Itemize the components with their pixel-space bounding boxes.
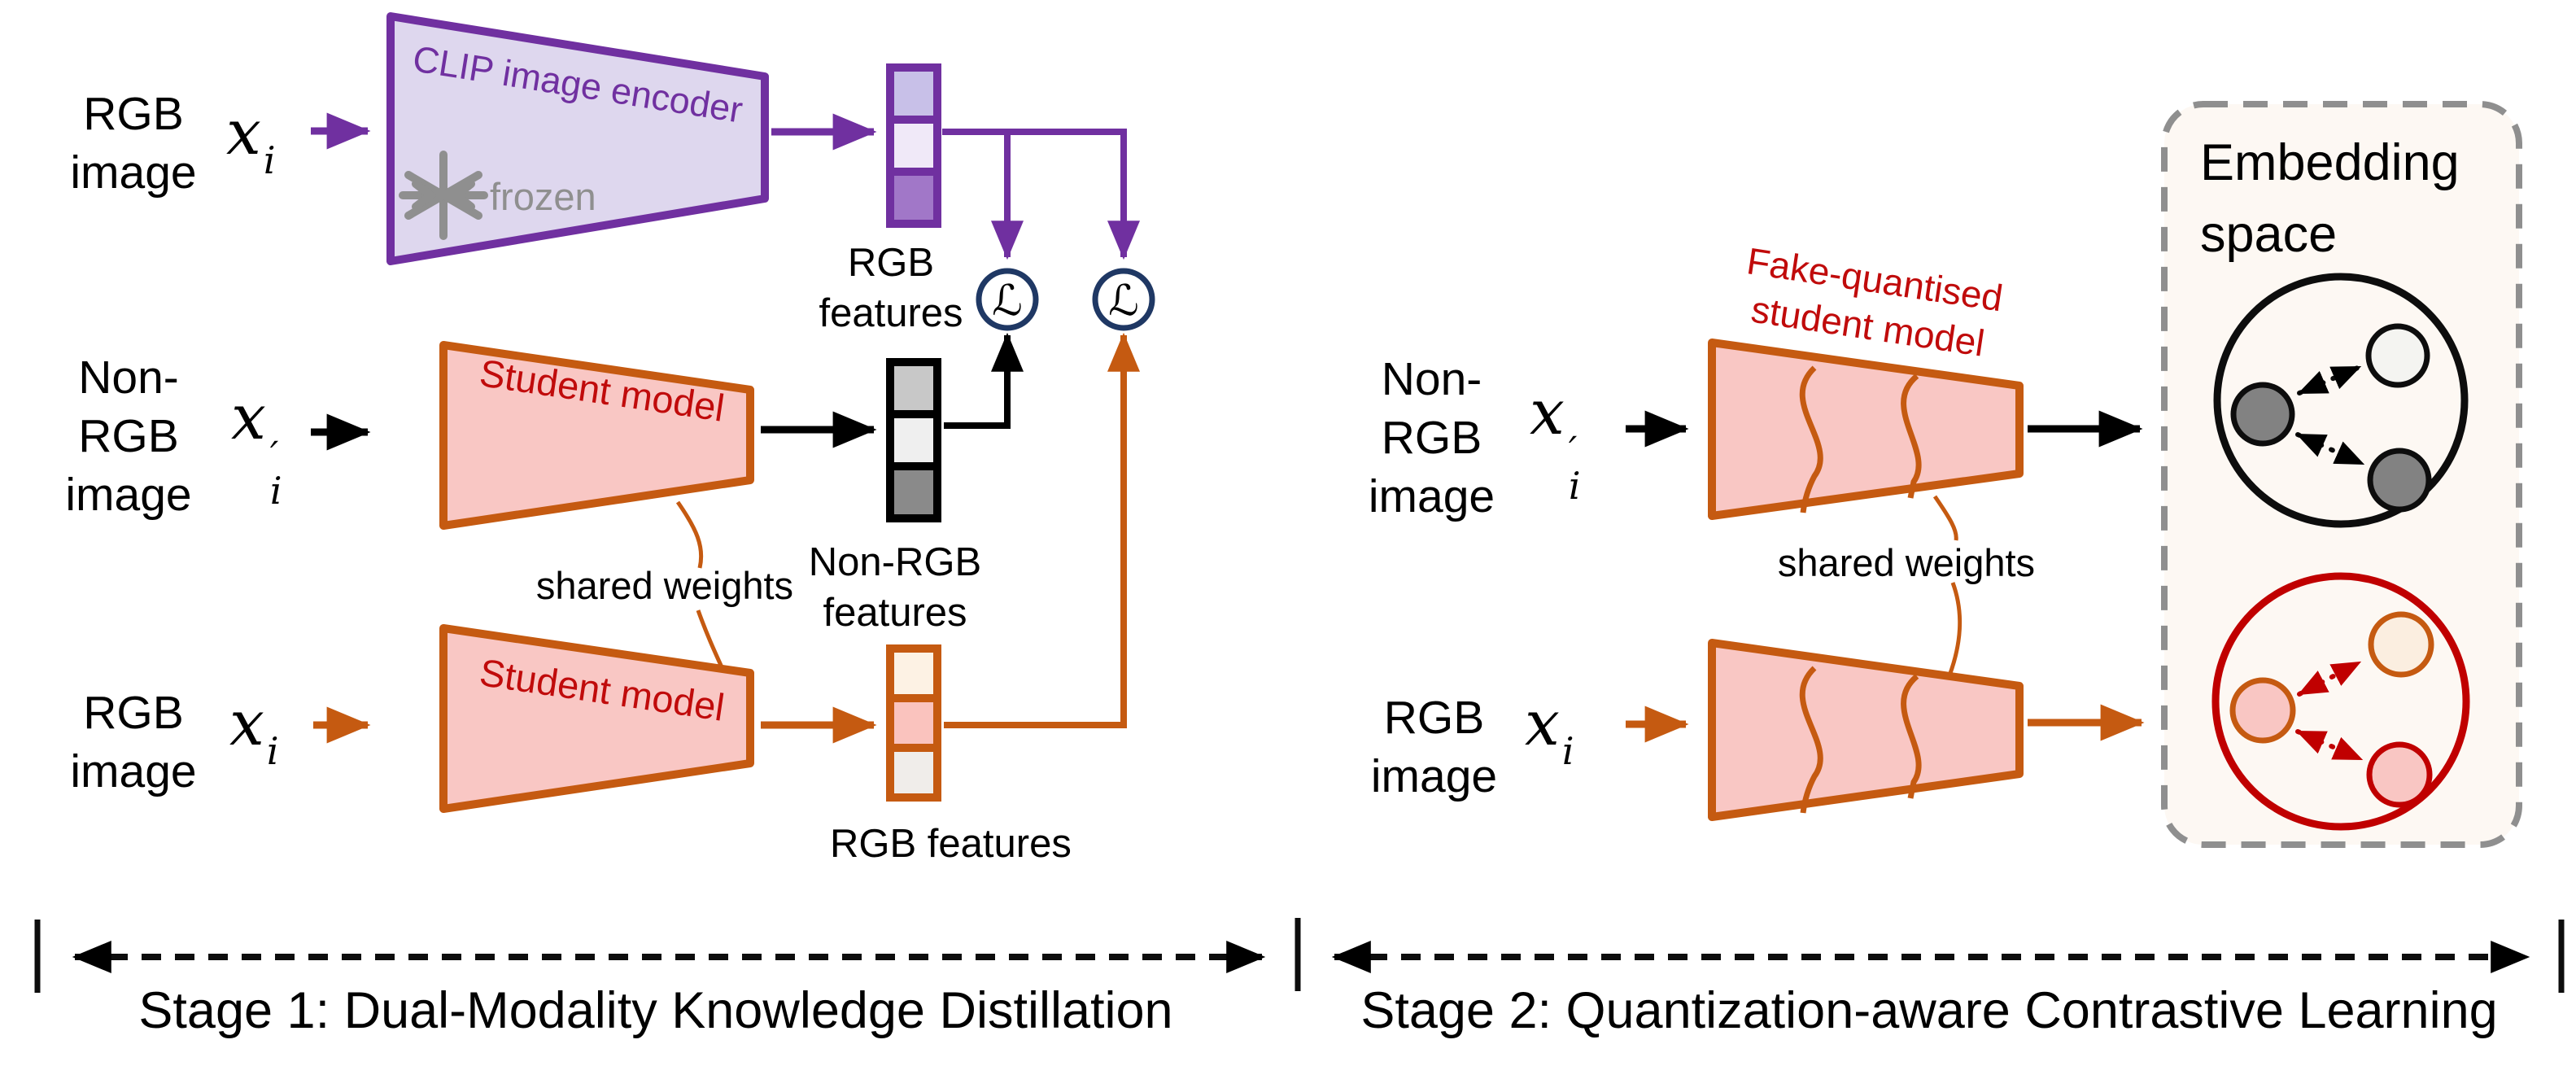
quantization-wave-lines-top <box>1799 365 1922 513</box>
dotted-arrow-fp-positive <box>2297 365 2362 395</box>
connector-rgb-features-to-loss2 <box>944 332 1140 728</box>
stage2-caption: Stage 2: Quantization-aware Contrastive … <box>1360 982 2498 1039</box>
input-label-rgb-stage2: RGB image <box>1370 692 1498 802</box>
nonrgb-feature-column <box>886 358 941 522</box>
embedding-space-label: Embedding space <box>2200 134 2460 263</box>
math-xi-stage2: xi <box>1525 687 1574 773</box>
embedding-dot-gray <box>2367 448 2432 513</box>
input-label-rgb-bottom: RGB image <box>70 687 197 797</box>
embedding-dot-pink-anchor <box>2229 677 2296 744</box>
shared-weights-curve-top <box>675 500 704 569</box>
embedding-dot-white <box>2365 323 2430 388</box>
shared-weights-curve-bottom-s2 <box>1947 582 1963 676</box>
input-label-nonrgb-stage2: Non- RGB image <box>1368 353 1495 522</box>
math-xi-top: xi <box>226 96 276 182</box>
rgb-feature-column-clip <box>886 63 941 228</box>
embedding-cluster-fp <box>2213 273 2469 528</box>
embedding-dot-gray-anchor <box>2230 382 2295 447</box>
shared-weights-label-stage1: shared weights <box>535 564 794 607</box>
embedding-dot-cream <box>2368 611 2434 678</box>
features-label-rgb-top: RGB features <box>819 241 963 335</box>
features-label-nonrgb: Non-RGB features <box>808 540 982 635</box>
shared-weights-curve-bottom <box>696 609 725 671</box>
math-xi-prime: x′i <box>231 381 282 513</box>
loss-symbol-1: ℒ <box>992 277 1022 325</box>
dotted-arrow-fp-negative <box>2295 432 2365 466</box>
clip-encoder-trapezoid <box>386 12 769 265</box>
loss-circle-icon-rgb <box>1092 268 1155 331</box>
dotted-arrow-q-negative <box>2295 729 2364 762</box>
connector-clip-features-to-loss2 <box>942 129 1140 260</box>
shared-weights-label-stage2: shared weights <box>1777 541 2036 584</box>
frozen-label: frozen <box>490 175 596 218</box>
embedding-dot-pink <box>2366 741 2433 808</box>
input-label-nonrgb: Non- RGB image <box>65 352 192 521</box>
stage-span-ticks <box>34 918 2565 993</box>
features-label-rgb-bottom: RGB features <box>830 822 1072 866</box>
connector-nonrgb-features-to-loss1 <box>944 332 1024 429</box>
fq-student-trapezoid-top <box>1708 339 2024 520</box>
loss-symbol-2: ℒ <box>1108 277 1138 325</box>
shared-weights-curve-top-s2 <box>1932 495 1958 541</box>
snowflake-icon <box>399 151 488 240</box>
student-model-trapezoid-top <box>439 341 754 530</box>
embedding-cluster-quantised <box>2211 572 2470 831</box>
loss-circle-icon-distill <box>976 268 1039 331</box>
math-xi-prime-stage2: x′i <box>1530 376 1581 508</box>
fq-student-trapezoid-bottom <box>1708 639 2024 821</box>
rgb-feature-column-student <box>886 644 941 802</box>
stage1-caption: Stage 1: Dual-Modality Knowledge Distill… <box>138 982 1173 1039</box>
math-xi-bottom: xi <box>229 687 279 773</box>
student-model-trapezoid-bottom <box>439 624 754 813</box>
input-label-rgb-top: RGB image <box>70 88 197 199</box>
dotted-arrow-q-positive <box>2297 660 2362 697</box>
quantization-wave-lines-bottom <box>1799 666 1922 814</box>
